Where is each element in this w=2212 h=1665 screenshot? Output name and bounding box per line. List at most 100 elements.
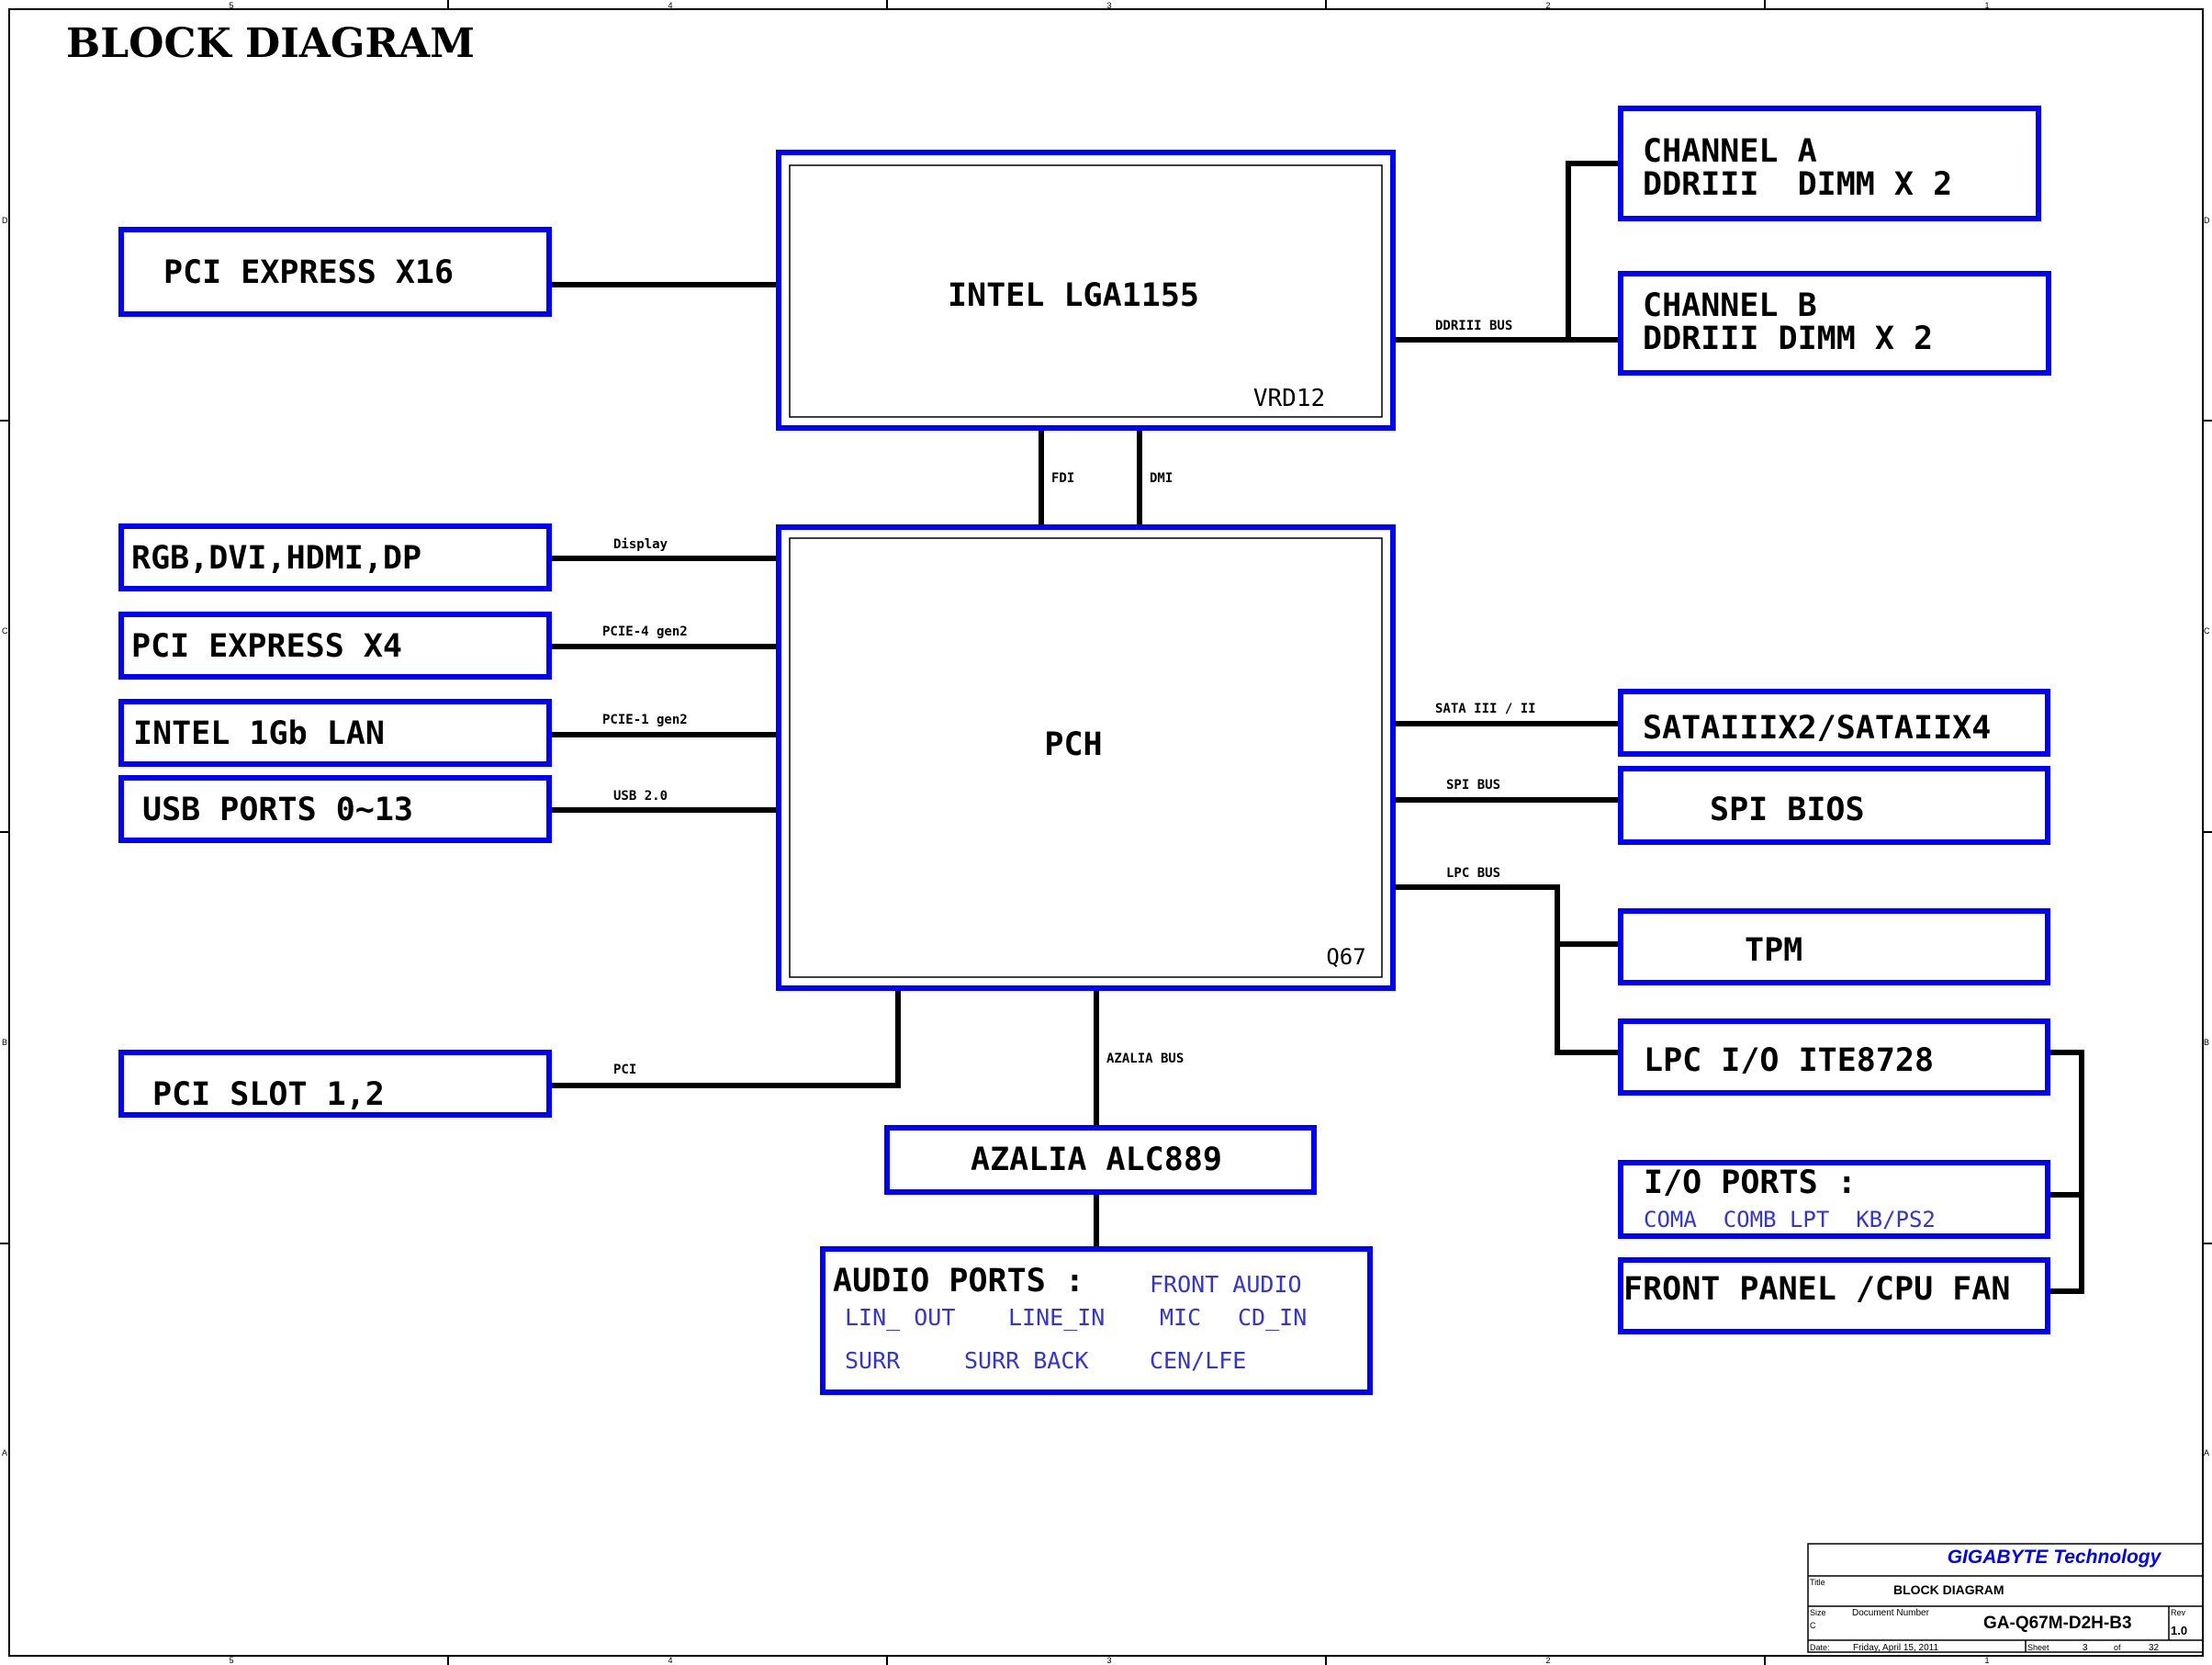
channel-a-line2: DDRIII DIMM X 2: [1643, 166, 1952, 203]
lan-block: [118, 699, 552, 767]
channel-a-line1: CHANNEL A: [1643, 133, 1817, 170]
spi-bios-label: SPI BIOS: [1710, 792, 1865, 828]
col-label-top: 2: [1545, 1, 1550, 10]
title-block-rev-label: Rev: [2171, 1608, 2186, 1617]
row-label-left: C: [2, 626, 8, 636]
bus-label-spi: SPI BUS: [1446, 778, 1500, 793]
io-ports-label: I/O PORTS :: [1644, 1164, 1857, 1201]
col-label-top: 4: [668, 1, 672, 10]
row-label-left: B: [2, 1038, 7, 1047]
title-block-sheet-label: Sheet: [2027, 1643, 2049, 1652]
usb-block: [118, 775, 552, 843]
cpu-vrd-label: VRD12: [1253, 385, 1325, 412]
channel-b-line2: DDRIII DIMM X 2: [1643, 321, 1933, 357]
row-label-right: D: [2204, 216, 2210, 225]
audio-surr: SURR: [845, 1347, 901, 1374]
title-block-size-label: Size: [1810, 1608, 1826, 1617]
audio-ports-block: [820, 1246, 1373, 1395]
video-block: [118, 523, 552, 591]
audio-lin-out: LIN_ OUT: [845, 1304, 955, 1331]
col-label-bottom: 1: [1984, 1656, 1989, 1665]
video-label: RGB,DVI,HDMI,DP: [131, 540, 421, 577]
bus-label-pcie4: PCIE-4 gen2: [602, 624, 688, 639]
front-panel-block: [1618, 1257, 2050, 1334]
pcie-x4-label: PCI EXPRESS X4: [131, 628, 402, 665]
pch-block: [776, 524, 1396, 991]
row-label-left: A: [2, 1448, 7, 1457]
company-name: GIGABYTE Technology: [1948, 1547, 2162, 1568]
audio-mic: MIC: [1160, 1304, 1201, 1331]
title-block-docnum: GA-Q67M-D2H-B3: [1983, 1614, 2132, 1633]
cpu-block: [776, 150, 1396, 431]
sata-label: SATAIIIX2/SATAIIX4: [1643, 710, 1991, 747]
channel-b-block: [1618, 271, 2051, 376]
usb-label: USB PORTS 0~13: [142, 792, 413, 828]
lpc-io-label: LPC I/O ITE8728: [1644, 1042, 1934, 1079]
row-label-right: B: [2204, 1038, 2209, 1047]
audio-cd-in: CD_IN: [1238, 1304, 1307, 1331]
col-label-top: 1: [1984, 1, 1989, 10]
audio-front-label: FRONT AUDIO: [1150, 1271, 1302, 1298]
pch-chipset-label: Q67: [1326, 944, 1365, 970]
lan-label: INTEL 1Gb LAN: [133, 715, 385, 752]
row-label-right: C: [2204, 626, 2210, 636]
connection-lines: [549, 161, 2084, 1294]
page-title: BLOCK DIAGRAM: [66, 20, 475, 67]
cpu-label: INTEL LGA1155: [948, 277, 1199, 314]
azalia-label: AZALIA ALC889: [971, 1142, 1222, 1178]
bus-label-azalia: AZALIA BUS: [1106, 1052, 1184, 1066]
title-block-size: C: [1810, 1621, 1816, 1630]
pci-slot-label: PCI SLOT 1,2: [152, 1076, 385, 1113]
col-label-top: 5: [229, 1, 233, 10]
io-ports-items: COMA COMB LPT KB/PS2: [1644, 1207, 1936, 1232]
bus-label-sata: SATA III / II: [1435, 702, 1536, 716]
col-label-bottom: 3: [1106, 1656, 1111, 1665]
title-block-total: 32: [2149, 1643, 2160, 1653]
bus-label-pcie1: PCIE-1 gen2: [602, 713, 688, 727]
col-label-bottom: 4: [668, 1656, 672, 1665]
audio-ports-label: AUDIO PORTS :: [833, 1263, 1084, 1299]
cpu-inner-frame: [789, 164, 1383, 418]
title-block: [1807, 1543, 2204, 1653]
title-block-of-label: of: [2114, 1643, 2121, 1652]
audio-surr-back: SURR BACK: [964, 1347, 1088, 1374]
pcie-x4-block: [118, 612, 552, 680]
row-label-right: A: [2204, 1448, 2209, 1457]
bus-label-usb: USB 2.0: [613, 789, 668, 804]
audio-cen-lfe: CEN/LFE: [1150, 1347, 1246, 1374]
pci-slot-block: [118, 1050, 552, 1118]
col-label-top: 3: [1106, 1, 1111, 10]
tpm-block: [1618, 908, 2050, 985]
lpc-io-block: [1618, 1018, 2050, 1096]
col-label-bottom: 5: [229, 1656, 233, 1665]
front-panel-label: FRONT PANEL /CPU FAN: [1623, 1271, 2010, 1308]
spi-bios-block: [1618, 766, 2050, 845]
sata-block: [1618, 689, 2050, 757]
pcie-x16-block: [118, 227, 552, 317]
channel-b-line1: CHANNEL B: [1643, 287, 1817, 324]
title-block-sheet: 3: [2083, 1643, 2088, 1653]
bus-label-display: Display: [613, 537, 668, 552]
title-block-title: BLOCK DIAGRAM: [1893, 1582, 2004, 1597]
title-block-docnum-label: Document Number: [1852, 1608, 1930, 1618]
pcie-x16-label: PCI EXPRESS X16: [163, 254, 454, 291]
title-block-date: Friday, April 15, 2011: [1853, 1643, 1938, 1653]
col-label-bottom: 2: [1545, 1656, 1550, 1665]
row-label-left: D: [2, 216, 8, 225]
pch-inner-frame: [789, 537, 1383, 978]
title-block-title-label: Title: [1810, 1578, 1825, 1587]
azalia-block: [884, 1125, 1317, 1195]
bus-label-ddr: DDRIII BUS: [1435, 319, 1512, 333]
tpm-label: TPM: [1745, 932, 1802, 969]
bus-label-dmi: DMI: [1150, 471, 1173, 486]
bus-label-fdi: FDI: [1051, 471, 1074, 486]
title-block-date-label: Date:: [1810, 1643, 1830, 1652]
audio-line-in: LINE_IN: [1008, 1304, 1105, 1331]
io-ports-block: [1618, 1160, 2050, 1239]
title-block-rev: 1.0: [2171, 1624, 2187, 1637]
pch-label: PCH: [1044, 726, 1102, 763]
bus-label-pci: PCI: [613, 1063, 636, 1077]
channel-a-block: [1618, 106, 2041, 221]
